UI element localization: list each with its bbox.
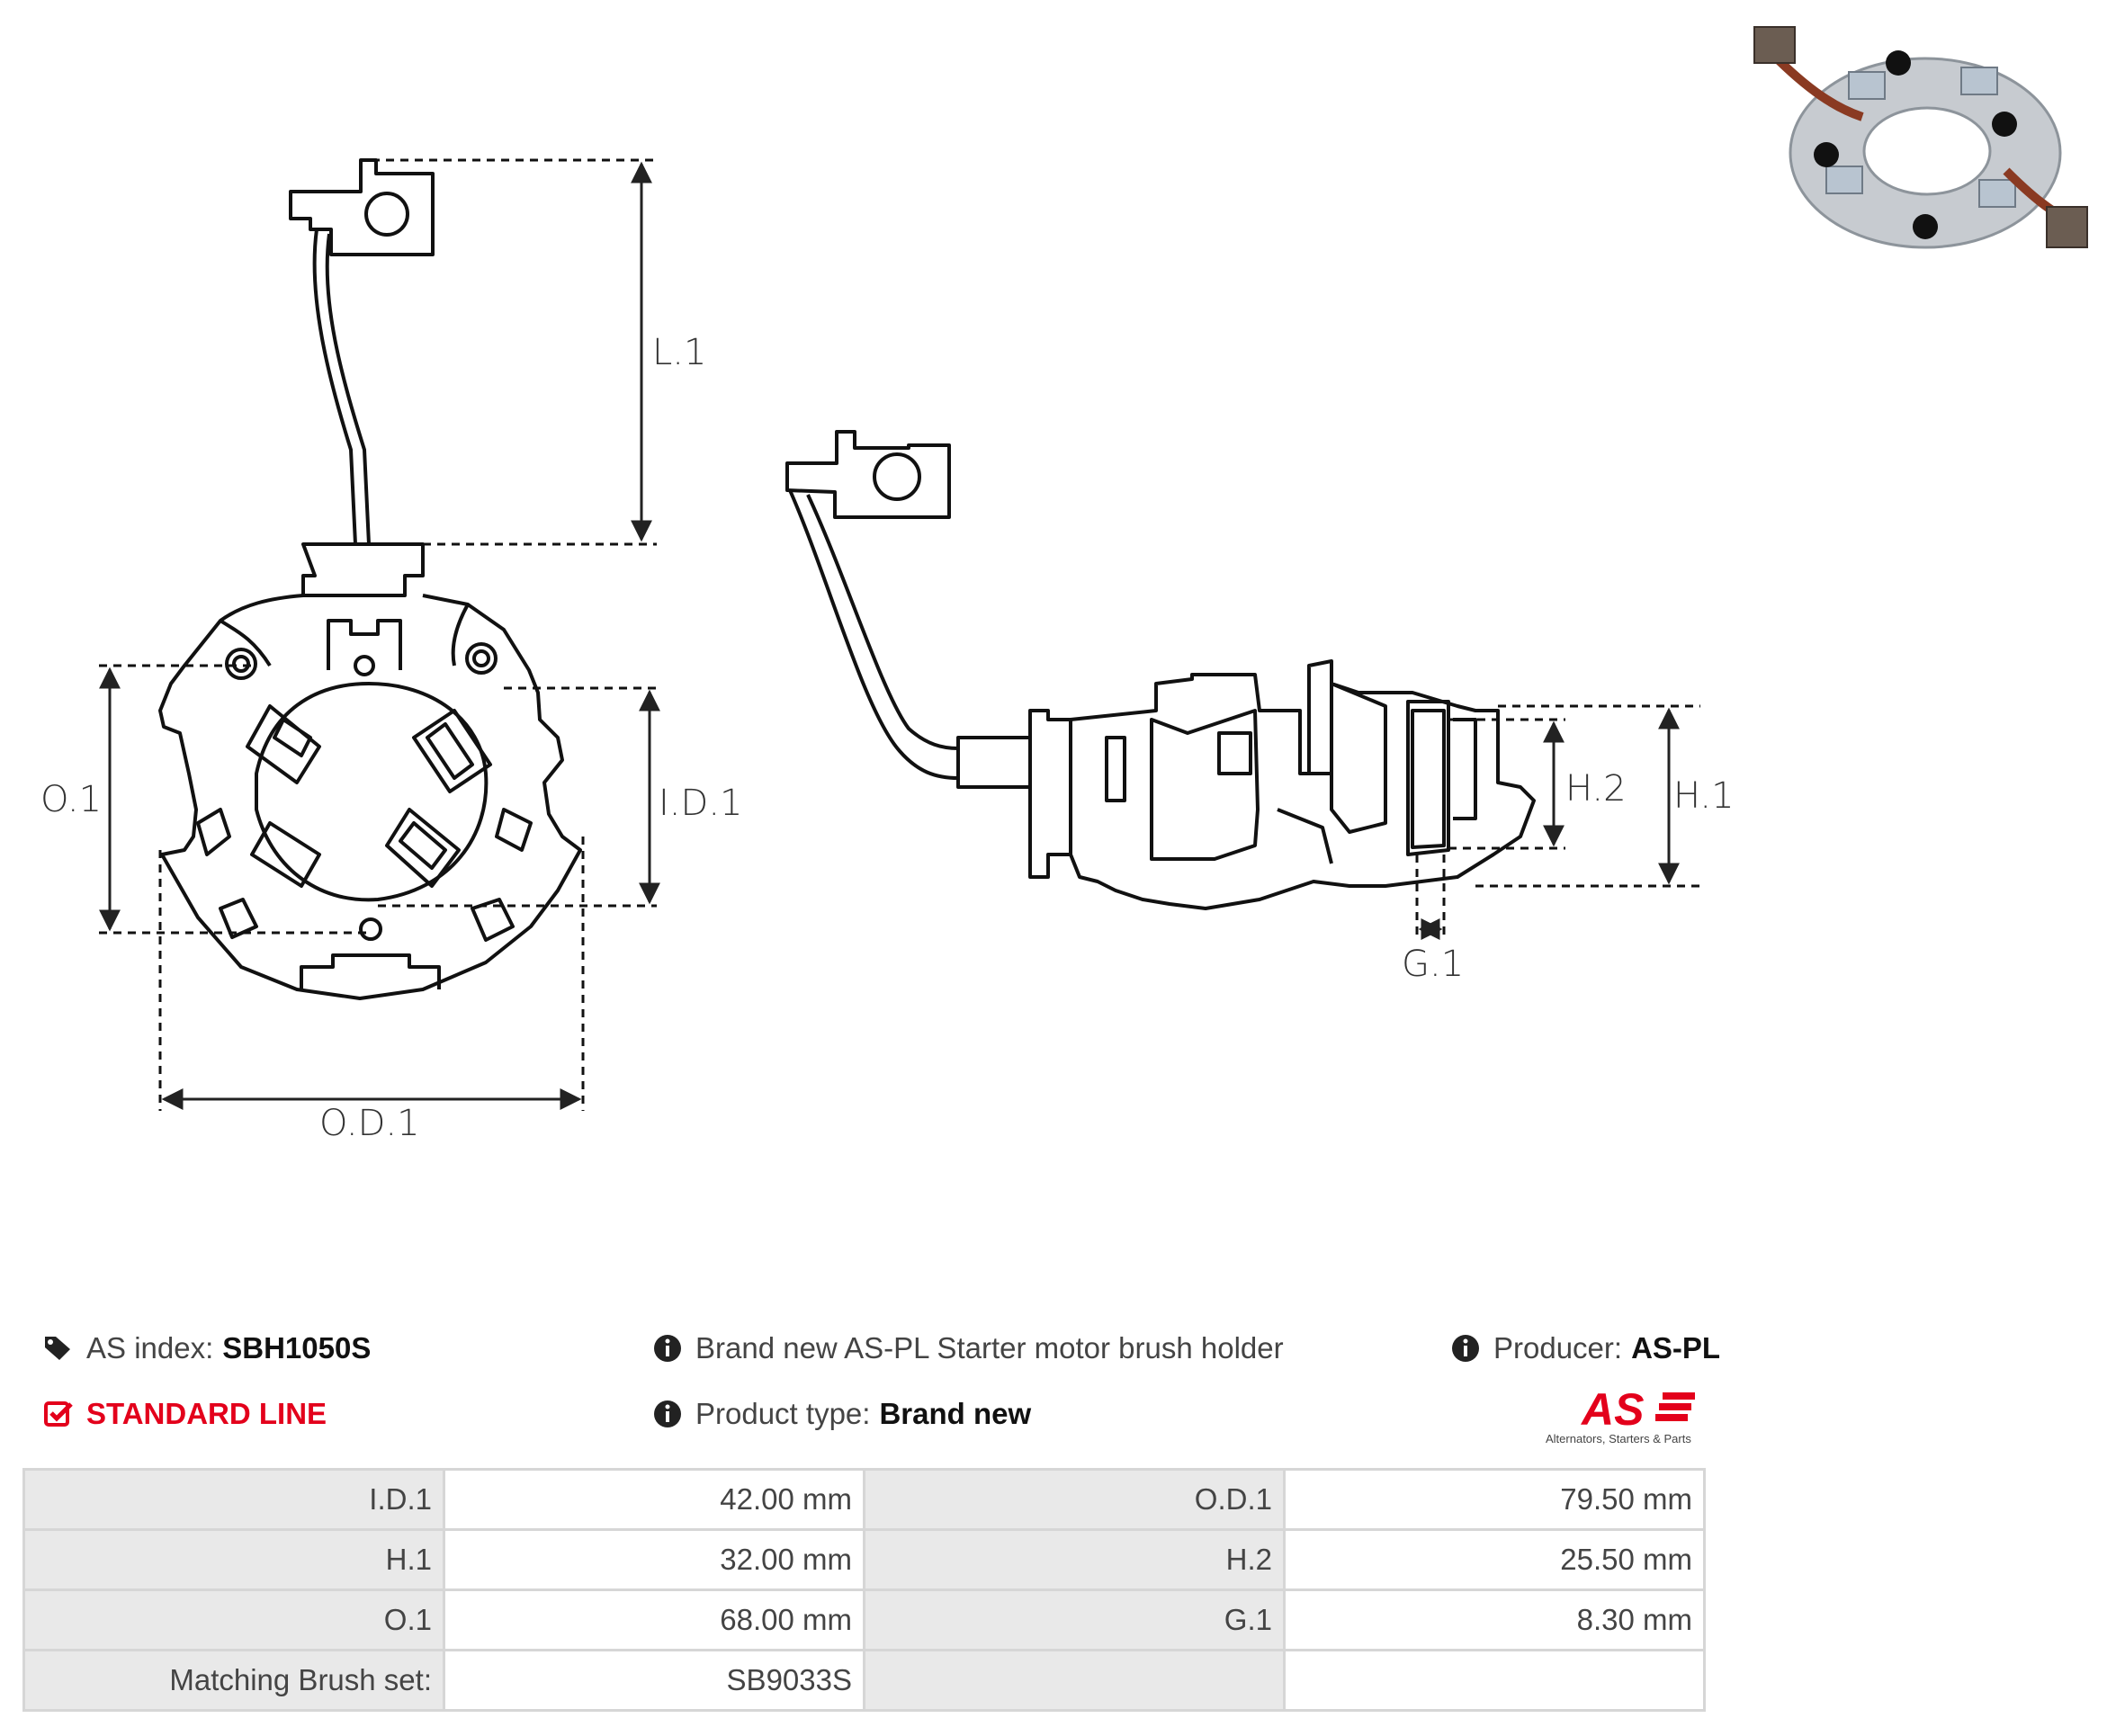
specs-table: I.D.1 42.00 mm O.D.1 79.50 mm H.1 32.00 …: [22, 1468, 1706, 1712]
as-pl-logo: AS Alternators, Starters & Parts: [1546, 1384, 1695, 1445]
spec-label: [863, 1649, 1286, 1712]
info-circle-icon: [654, 1400, 681, 1427]
product-type-label: Product type:: [695, 1397, 871, 1430]
dim-label-h1: H.1: [1673, 775, 1735, 817]
producer-row: Producer: AS-PL: [1450, 1331, 1720, 1365]
spec-label: G.1: [863, 1588, 1286, 1651]
standard-line-label: STANDARD LINE: [86, 1397, 327, 1430]
logo-tagline: Alternators, Starters & Parts: [1546, 1432, 1691, 1445]
check-square-icon: [44, 1401, 73, 1427]
spec-label: Matching Brush set:: [22, 1649, 445, 1712]
table-row: O.1 68.00 mm G.1 8.30 mm: [22, 1588, 1706, 1651]
spec-label: H.1: [22, 1528, 445, 1591]
spec-label: H.2: [863, 1528, 1286, 1591]
spec-value: 68.00 mm: [443, 1588, 865, 1651]
info-circle-icon: [654, 1335, 681, 1362]
as-index-label: AS index:: [86, 1331, 214, 1365]
spec-label: O.1: [22, 1588, 445, 1651]
logo-mark: AS: [1580, 1384, 1644, 1435]
description-text: Brand new AS-PL Starter motor brush hold…: [695, 1331, 1284, 1365]
product-photo: [1753, 26, 2088, 249]
as-index-value: SBH1050S: [222, 1331, 372, 1365]
spec-value: [1283, 1649, 1706, 1712]
front-view-brush-holder: [158, 158, 582, 1000]
table-row: H.1 32.00 mm H.2 25.50 mm: [22, 1528, 1706, 1591]
dim-label-od1: O.D.1: [319, 1103, 420, 1144]
spec-label: I.D.1: [22, 1468, 445, 1531]
spec-value: 42.00 mm: [443, 1468, 865, 1531]
spec-value: 8.30 mm: [1283, 1588, 1706, 1651]
side-view-brush-holder: [785, 430, 1536, 910]
technical-drawing: L.1 O.1 I.D.1 O.D.1 H.2 H.1 G.1: [40, 158, 1735, 1144]
description-row: Brand new AS-PL Starter motor brush hold…: [652, 1331, 1284, 1365]
dim-label-h2: H.2: [1565, 768, 1627, 810]
product-type-row: Product type: Brand new: [652, 1397, 1031, 1431]
dim-label-g1: G.1: [1402, 944, 1464, 985]
table-row: Matching Brush set: SB9033S: [22, 1649, 1706, 1712]
spec-value: 25.50 mm: [1283, 1528, 1706, 1591]
tags-icon: [45, 1337, 70, 1360]
producer-value: AS-PL: [1631, 1331, 1721, 1365]
producer-label: Producer:: [1493, 1331, 1623, 1365]
spec-value: 32.00 mm: [443, 1528, 865, 1591]
spec-value: 79.50 mm: [1283, 1468, 1706, 1531]
dim-label-id1: I.D.1: [659, 783, 742, 824]
product-type-value: Brand new: [879, 1397, 1032, 1430]
info-circle-icon: [1452, 1335, 1479, 1362]
spec-value: SB9033S: [443, 1649, 865, 1712]
spec-label: O.D.1: [863, 1468, 1286, 1531]
dim-label-l1: L.1: [652, 332, 706, 373]
standard-line-row: STANDARD LINE: [43, 1397, 327, 1431]
table-row: I.D.1 42.00 mm O.D.1 79.50 mm: [22, 1468, 1706, 1531]
dim-label-o1: O.1: [40, 779, 102, 820]
as-index-row: AS index: SBH1050S: [43, 1331, 371, 1365]
